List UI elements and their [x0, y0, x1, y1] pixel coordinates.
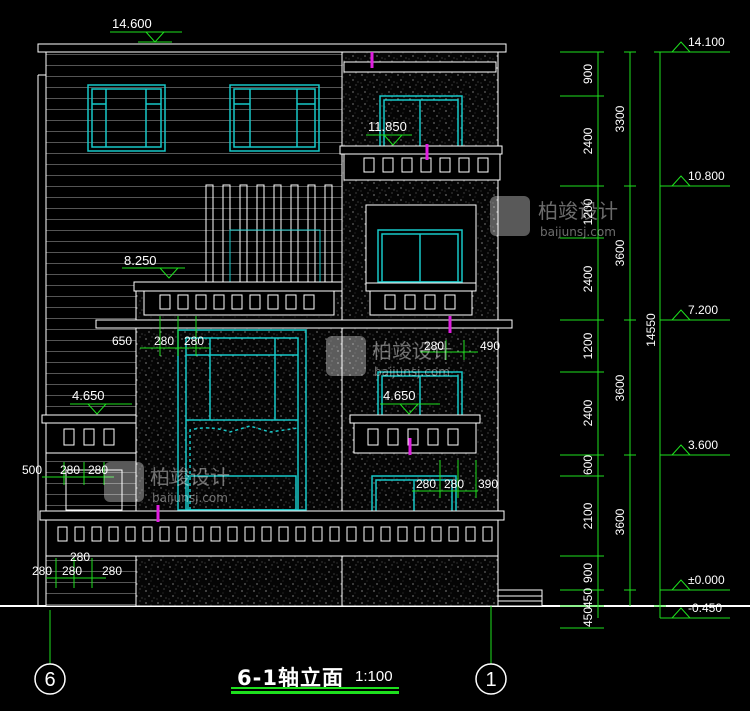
dim-inner-6: 600: [581, 455, 595, 475]
watermark-1: 柏竣设计 baijunsj.com: [490, 196, 618, 239]
dim-floor-0: 3300: [613, 105, 627, 132]
dim-inner-8: 900: [581, 563, 595, 583]
dim-280h: 280: [70, 550, 90, 564]
window-2f-right: [365, 204, 477, 292]
elev-0: 14.100: [688, 35, 725, 49]
axis-bubble-left: 6: [34, 610, 66, 695]
dim-total: 14550: [644, 313, 658, 347]
watermark-3: 柏竣设计 baijunsj.com: [104, 462, 230, 505]
dim-floor-1: 3600: [613, 239, 627, 266]
watermark-2: 柏竣设计 baijunsj.com: [326, 336, 452, 379]
dim-280e: 280: [88, 463, 108, 477]
dim-inner-2: 1200: [581, 198, 595, 225]
level-markers: [70, 31, 440, 415]
elev-5: -0.450: [688, 601, 722, 615]
elev-4: ±0.000: [688, 573, 725, 587]
dim-490: 490: [480, 339, 500, 353]
dim-inner-5: 2400: [581, 399, 595, 426]
drawing-title: 6-1轴立面 1:100: [205, 658, 405, 694]
dim-650: 650: [112, 334, 132, 348]
svg-text:1: 1: [485, 669, 496, 691]
window-3f-left: [87, 84, 166, 152]
dim-280g: 280: [444, 477, 464, 491]
balcony-parapet-2f: [133, 281, 473, 316]
eave-right-4650: [349, 414, 481, 454]
window-gf-left: [65, 469, 123, 511]
dim-inner-3: 2400: [581, 265, 595, 292]
level-right-eave: 4.650: [383, 388, 416, 403]
section-markers: [156, 52, 452, 522]
dim-inner-1: 2400: [581, 127, 595, 154]
elev-3: 3.600: [688, 438, 718, 452]
dim-inner-7: 2100: [581, 502, 595, 529]
dim-280d: 280: [60, 463, 80, 477]
axis-bubble-right: 1: [475, 606, 507, 695]
dim-inner-4: 1200: [581, 332, 595, 359]
svg-text:baijunsj.com: baijunsj.com: [152, 491, 228, 505]
dim-280f: 280: [416, 477, 436, 491]
dim-floor-2: 3600: [613, 374, 627, 401]
facade-dims: [42, 316, 478, 588]
level-left-eave: 4.650: [72, 388, 105, 403]
window-central: [177, 329, 307, 511]
dim-280k: 280: [102, 564, 122, 578]
dim-500: 500: [22, 463, 42, 477]
level-terrace: 11.850: [368, 119, 407, 134]
svg-text:柏竣设计: 柏竣设计: [538, 199, 618, 223]
svg-text:baijunsj.com: baijunsj.com: [540, 225, 616, 239]
elev-1: 10.800: [688, 169, 725, 183]
dim-inner-10: 450: [581, 607, 595, 627]
svg-text:柏竣设计: 柏竣设计: [150, 465, 230, 489]
dim-280c: 280: [424, 339, 444, 353]
dim-280j: 280: [62, 564, 82, 578]
dim-inner-0: 900: [581, 64, 595, 84]
floor-band-7200: [95, 319, 513, 329]
ground-balustrade: [39, 510, 543, 607]
eave-left-4650: [41, 414, 137, 454]
dim-390: 390: [478, 477, 498, 491]
title-text: 6-1轴立面: [237, 666, 344, 690]
dim-280a: 280: [154, 334, 174, 348]
dim-280b: 280: [184, 334, 204, 348]
dim-280i: 280: [32, 564, 52, 578]
scale-text: 1:100: [355, 668, 393, 685]
dim-inner-9: 450: [581, 588, 595, 608]
svg-text:6: 6: [44, 669, 55, 691]
elev-2: 7.200: [688, 303, 718, 317]
svg-text:baijunsj.com: baijunsj.com: [374, 365, 450, 379]
svg-text:柏竣设计: 柏竣设计: [372, 339, 452, 363]
terrace-parapet: [339, 145, 503, 181]
window-3f-mid: [229, 84, 320, 152]
dim-floor-3: 3600: [613, 508, 627, 535]
level-balcony: 8.250: [124, 253, 157, 268]
level-roof: 14.600: [112, 16, 152, 31]
